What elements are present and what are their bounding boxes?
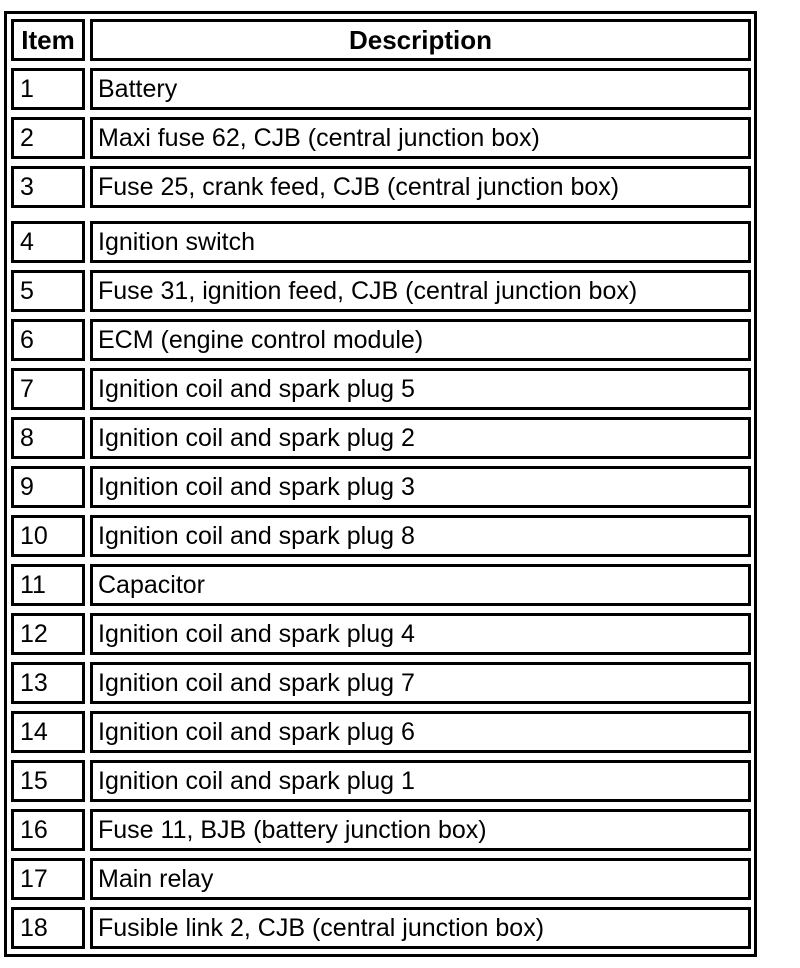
- item-cell: 7: [11, 368, 85, 410]
- item-cell: 8: [11, 417, 85, 459]
- item-description-table: Item Description 1 Battery 2 Maxi fuse 6…: [4, 11, 757, 957]
- item-cell: 16: [11, 809, 85, 851]
- description-cell: Ignition switch: [90, 221, 751, 263]
- description-cell: Ignition coil and spark plug 1: [90, 760, 751, 802]
- item-cell: 11: [11, 564, 85, 606]
- table-row: 15 Ignition coil and spark plug 1: [11, 760, 751, 802]
- table-row: 8 Ignition coil and spark plug 2: [11, 417, 751, 459]
- description-cell: Battery: [90, 68, 751, 110]
- item-cell: 6: [11, 319, 85, 361]
- description-cell: Ignition coil and spark plug 2: [90, 417, 751, 459]
- table-row: 7 Ignition coil and spark plug 5: [11, 368, 751, 410]
- description-cell: Fuse 25, crank feed, CJB (central juncti…: [90, 166, 751, 208]
- description-cell: Main relay: [90, 858, 751, 900]
- item-cell: 5: [11, 270, 85, 312]
- table-row: 9 Ignition coil and spark plug 3: [11, 466, 751, 508]
- table-row: 2 Maxi fuse 62, CJB (central junction bo…: [11, 117, 751, 159]
- item-cell: 10: [11, 515, 85, 557]
- description-cell: Fusible link 2, CJB (central junction bo…: [90, 907, 751, 949]
- table-row: 4 Ignition switch: [11, 221, 751, 263]
- table-row: 5 Fuse 31, ignition feed, CJB (central j…: [11, 270, 751, 312]
- table-row: 16 Fuse 11, BJB (battery junction box): [11, 809, 751, 851]
- table-header-row: Item Description: [11, 19, 751, 61]
- table-row: 1 Battery: [11, 68, 751, 110]
- description-cell: ECM (engine control module): [90, 319, 751, 361]
- item-cell: 3: [11, 166, 85, 208]
- item-cell: 15: [11, 760, 85, 802]
- item-cell: 9: [11, 466, 85, 508]
- description-cell: Ignition coil and spark plug 3: [90, 466, 751, 508]
- description-cell: Ignition coil and spark plug 5: [90, 368, 751, 410]
- item-cell: 12: [11, 613, 85, 655]
- item-cell: 17: [11, 858, 85, 900]
- header-description-cell: Description: [90, 19, 751, 61]
- description-cell: Fuse 11, BJB (battery junction box): [90, 809, 751, 851]
- table-row: 11 Capacitor: [11, 564, 751, 606]
- table-row: 3 Fuse 25, crank feed, CJB (central junc…: [11, 166, 751, 208]
- item-cell: 4: [11, 221, 85, 263]
- description-cell: Fuse 31, ignition feed, CJB (central jun…: [90, 270, 751, 312]
- table-row: 17 Main relay: [11, 858, 751, 900]
- description-cell: Ignition coil and spark plug 7: [90, 662, 751, 704]
- header-item-cell: Item: [11, 19, 85, 61]
- table-row: 18 Fusible link 2, CJB (central junction…: [11, 907, 751, 949]
- description-cell: Ignition coil and spark plug 8: [90, 515, 751, 557]
- item-cell: 14: [11, 711, 85, 753]
- table-row: 12 Ignition coil and spark plug 4: [11, 613, 751, 655]
- item-cell: 13: [11, 662, 85, 704]
- table-row: 10 Ignition coil and spark plug 8: [11, 515, 751, 557]
- description-cell: Maxi fuse 62, CJB (central junction box): [90, 117, 751, 159]
- description-cell: Ignition coil and spark plug 4: [90, 613, 751, 655]
- item-cell: 18: [11, 907, 85, 949]
- table-row: 13 Ignition coil and spark plug 7: [11, 662, 751, 704]
- item-cell: 2: [11, 117, 85, 159]
- table-row: 14 Ignition coil and spark plug 6: [11, 711, 751, 753]
- item-cell: 1: [11, 68, 85, 110]
- description-cell: Ignition coil and spark plug 6: [90, 711, 751, 753]
- description-cell: Capacitor: [90, 564, 751, 606]
- table-row: 6 ECM (engine control module): [11, 319, 751, 361]
